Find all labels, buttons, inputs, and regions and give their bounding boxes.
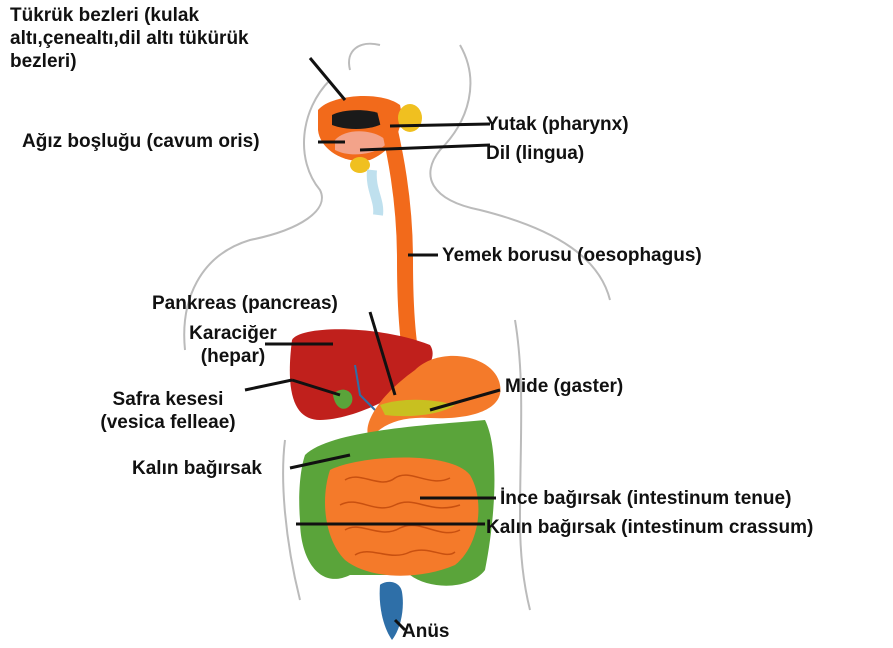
esophagus-label: Yemek borusu (oesophagus) — [442, 244, 702, 267]
pancreas-label: Pankreas (pancreas) — [152, 292, 338, 315]
salivary-glands-label: Tükrük bezleri (kulak altı,çenealtı,dil … — [10, 4, 320, 73]
gallbladder-label: Safra kesesi (vesica felleae) — [78, 388, 258, 434]
tongue-label: Dil (lingua) — [486, 142, 584, 165]
large-intestine-label: Kalın bağırsak (intestinum crassum) — [486, 516, 813, 539]
trachea-shape — [372, 170, 379, 215]
pharynx-label: Yutak (pharynx) — [486, 113, 629, 136]
gallbladder-label-line-2: (vesica felleae) — [78, 411, 258, 434]
large-intestine-short-label: Kalın bağırsak — [132, 457, 262, 480]
mouth-label: Ağız boşluğu (cavum oris) — [22, 130, 260, 153]
liver-label: Karaciğer (hepar) — [178, 322, 288, 368]
liver-label-line-1: Karaciğer — [178, 322, 288, 345]
anus-label: Anüs — [402, 620, 450, 643]
stomach-label: Mide (gaster) — [505, 375, 623, 398]
salivary-gland-ear — [398, 104, 422, 132]
salivary-label-line-2: altı,çenealtı,dil altı tükürük — [10, 27, 320, 50]
liver-label-line-2: (hepar) — [178, 345, 288, 368]
salivary-label-line-3: bezleri) — [10, 50, 320, 73]
gallbladder-label-line-1: Safra kesesi — [78, 388, 258, 411]
salivary-label-line-1: Tükrük bezleri (kulak — [10, 4, 320, 27]
small-intestine-label: İnce bağırsak (intestinum tenue) — [500, 487, 791, 510]
rectum-shape — [380, 582, 403, 640]
